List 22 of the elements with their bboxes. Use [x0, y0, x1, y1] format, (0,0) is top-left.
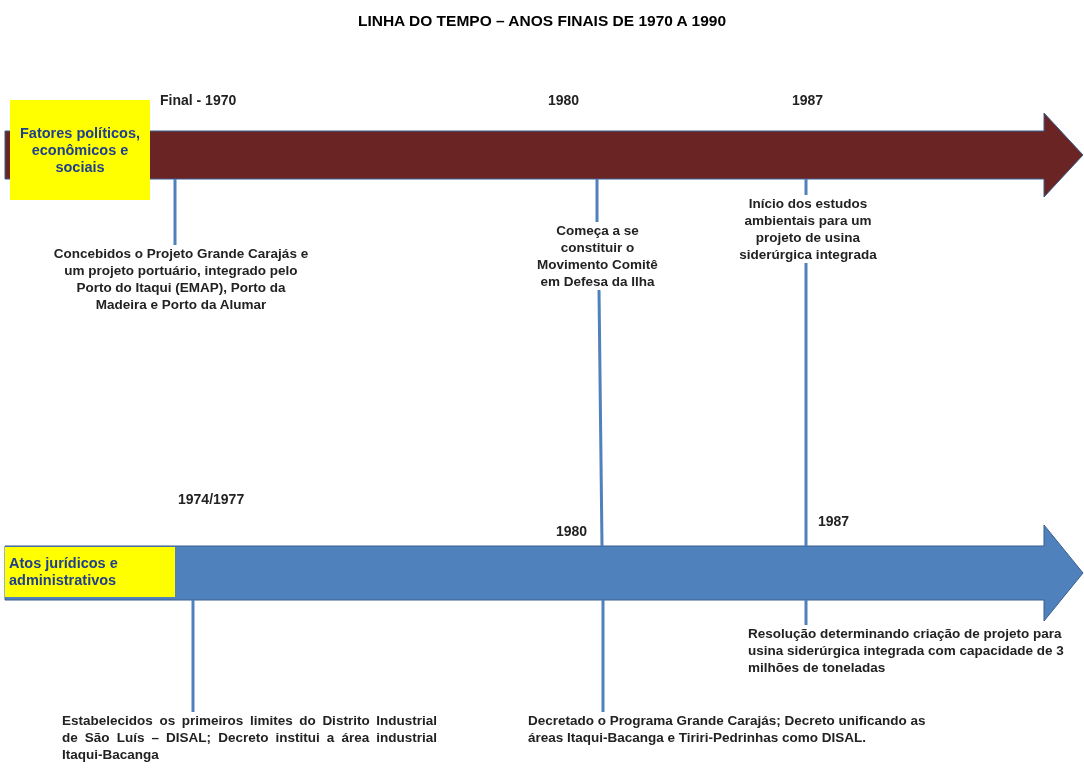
connector-line	[597, 290, 604, 546]
year-label: 1980	[556, 523, 588, 540]
category-label: Fatores políticos, econômicos e sociais	[10, 100, 150, 200]
connector-line	[601, 600, 605, 712]
event-description: Decretado o Programa Grande Carajás; Decreto unificando as áreas Itaqui-Bacanga e Tiriri-Pedrinhas como DISAL.	[528, 712, 928, 746]
connector-line	[191, 600, 195, 712]
year-label: 1980	[548, 92, 580, 109]
event-description: Resolução determinando criação de projeto para usina siderúrgica integrada com capacidade de 3 milhões de toneladas	[748, 625, 1078, 676]
event-description: Concebidos o Projeto Grande Carajás e um projeto portuário, integrado pelo Porto do Itaqui (EMAP), Porto da Madeira e Porto da Alumar	[52, 245, 310, 313]
connector-line	[595, 179, 599, 222]
event-description: Estabelecidos os primeiros limites do Distrito Industrial de São Luís – DISAL; Decreto institui a área industrial Itaqui-Bacanga	[62, 712, 437, 763]
title: LINHA DO TEMPO – ANOS FINAIS DE 1970 A 1990	[357, 12, 727, 29]
event-description: Início dos estudos ambientais para um projeto de usina siderúrgica integrada	[728, 195, 888, 263]
year-label: Final - 1970	[160, 92, 237, 109]
connector-line	[804, 600, 808, 625]
connector-line	[173, 179, 177, 245]
event-description: Começa a se constituir o Movimento Comitê em Defesa da Ilha	[530, 222, 665, 290]
year-label: 1987	[792, 92, 824, 109]
year-label: 1974/1977	[178, 491, 245, 508]
connector-line	[804, 179, 808, 195]
year-label: 1987	[818, 513, 850, 530]
connector-line	[804, 263, 808, 546]
